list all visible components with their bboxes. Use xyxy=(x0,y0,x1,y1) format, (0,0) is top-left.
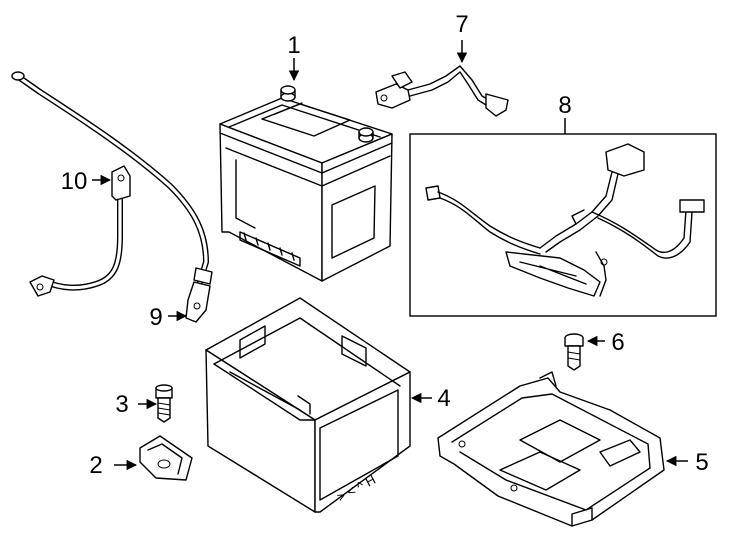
harness-inset-frame xyxy=(409,133,717,317)
bolt xyxy=(155,384,173,423)
callout-7: 7 xyxy=(455,11,468,38)
callout-2: 2 xyxy=(89,452,102,479)
wiring-harness xyxy=(425,143,705,297)
callout-1: 1 xyxy=(287,32,300,59)
callout-4: 4 xyxy=(437,385,450,412)
battery-sensor xyxy=(375,65,509,117)
hold-down-bracket xyxy=(139,435,193,481)
callout-5: 5 xyxy=(695,449,708,476)
ground-cable xyxy=(29,165,131,297)
battery-cable xyxy=(11,71,213,323)
callout-10: 10 xyxy=(61,168,88,195)
battery-tray: > < ^ H xyxy=(205,297,411,513)
battery xyxy=(219,85,393,282)
callout-6: 6 xyxy=(611,329,624,356)
mounting-plate xyxy=(437,371,665,527)
callout-8: 8 xyxy=(558,92,571,119)
callout-9: 9 xyxy=(149,304,162,331)
callout-leaders xyxy=(92,40,688,471)
callout-3: 3 xyxy=(115,391,128,418)
screw xyxy=(564,333,584,371)
